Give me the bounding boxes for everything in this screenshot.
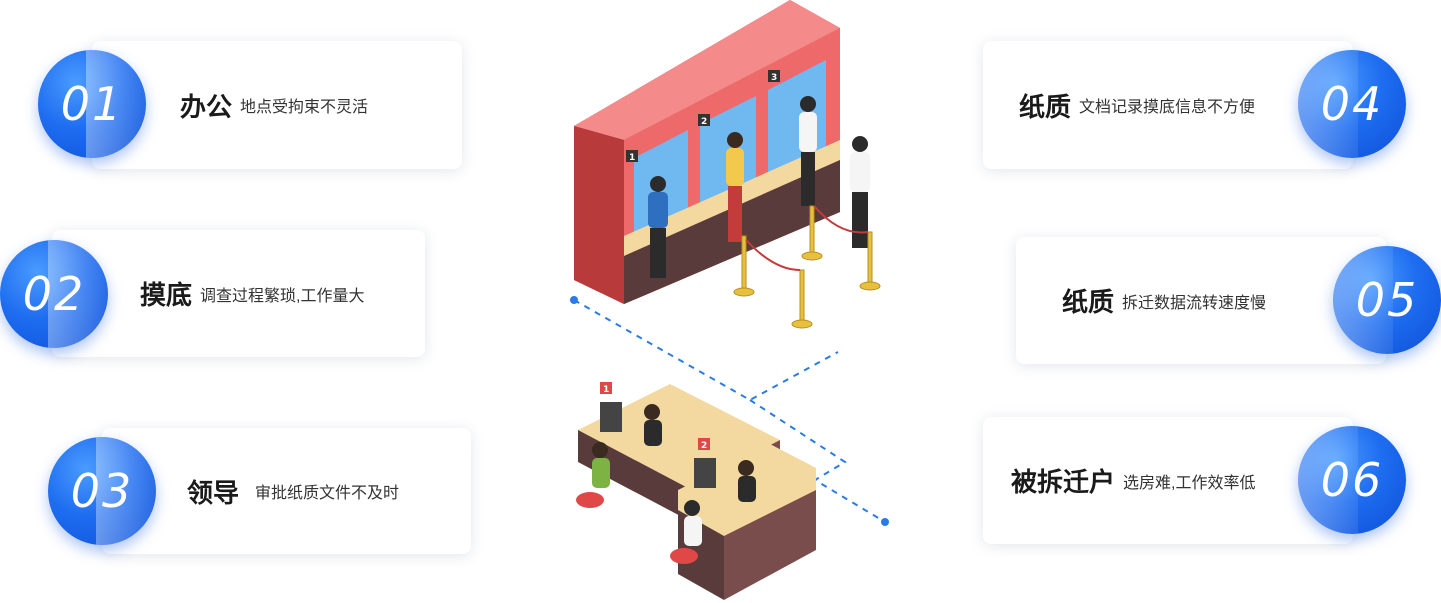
card-desc: 调查过程繁琐,工作量大 bbox=[200, 287, 365, 305]
badge-05: 05 bbox=[1333, 246, 1441, 354]
badge-number: 02 bbox=[22, 267, 86, 321]
card-01: 办公 地点受拘束不灵活 bbox=[92, 41, 462, 169]
desk-number: 1 bbox=[603, 385, 609, 395]
service-hall-illustration: 1 2 3 bbox=[570, 0, 889, 600]
card-title: 纸质 bbox=[1019, 91, 1072, 122]
office-desks bbox=[576, 382, 816, 600]
badge-number: 06 bbox=[1320, 453, 1384, 507]
badge-number: 05 bbox=[1355, 273, 1419, 327]
card-03: 领导 审批纸质文件不及时 bbox=[102, 428, 471, 554]
badge-number: 03 bbox=[70, 464, 134, 518]
badge-01: 01 bbox=[38, 50, 146, 158]
card-title: 领导 bbox=[187, 477, 240, 508]
card-02: 摸底 调查过程繁琐,工作量大 bbox=[52, 230, 425, 357]
badge-number: 01 bbox=[60, 77, 124, 131]
badge-02: 02 bbox=[0, 240, 108, 348]
desk-numbers: 1 2 bbox=[603, 385, 707, 451]
badge-04: 04 bbox=[1298, 50, 1406, 158]
card-desc: 审批纸质文件不及时 bbox=[255, 485, 400, 502]
card-04: 纸质 文档记录摸底信息不方便 bbox=[983, 41, 1353, 169]
desk-number: 2 bbox=[701, 441, 707, 451]
card-desc: 地点受拘束不灵活 bbox=[240, 99, 369, 116]
card-06: 被拆迁户 选房难,工作效率低 bbox=[983, 417, 1353, 544]
queue-people bbox=[648, 96, 870, 278]
card-title: 纸质 bbox=[1062, 287, 1115, 317]
card-05: 纸质 拆迁数据流转速度慢 bbox=[1016, 237, 1386, 364]
card-title: 被拆迁户 bbox=[1011, 467, 1116, 497]
badge-number: 04 bbox=[1320, 77, 1384, 131]
card-desc: 选房难,工作效率低 bbox=[1123, 474, 1256, 492]
badge-03: 03 bbox=[48, 437, 156, 545]
card-desc: 拆迁数据流转速度慢 bbox=[1122, 294, 1267, 312]
card-title: 摸底 bbox=[140, 280, 193, 310]
card-desc: 文档记录摸底信息不方便 bbox=[1079, 99, 1256, 116]
service-booth bbox=[574, 0, 840, 304]
dashed-connector bbox=[573, 299, 886, 523]
booth-window-numbers: 1 2 3 bbox=[629, 73, 777, 163]
card-title: 办公 bbox=[180, 91, 233, 122]
badge-06: 06 bbox=[1298, 426, 1406, 534]
window-number: 1 bbox=[629, 153, 635, 163]
window-number: 3 bbox=[771, 73, 777, 83]
queue-stanchions bbox=[733, 205, 881, 329]
window-number: 2 bbox=[701, 117, 707, 127]
